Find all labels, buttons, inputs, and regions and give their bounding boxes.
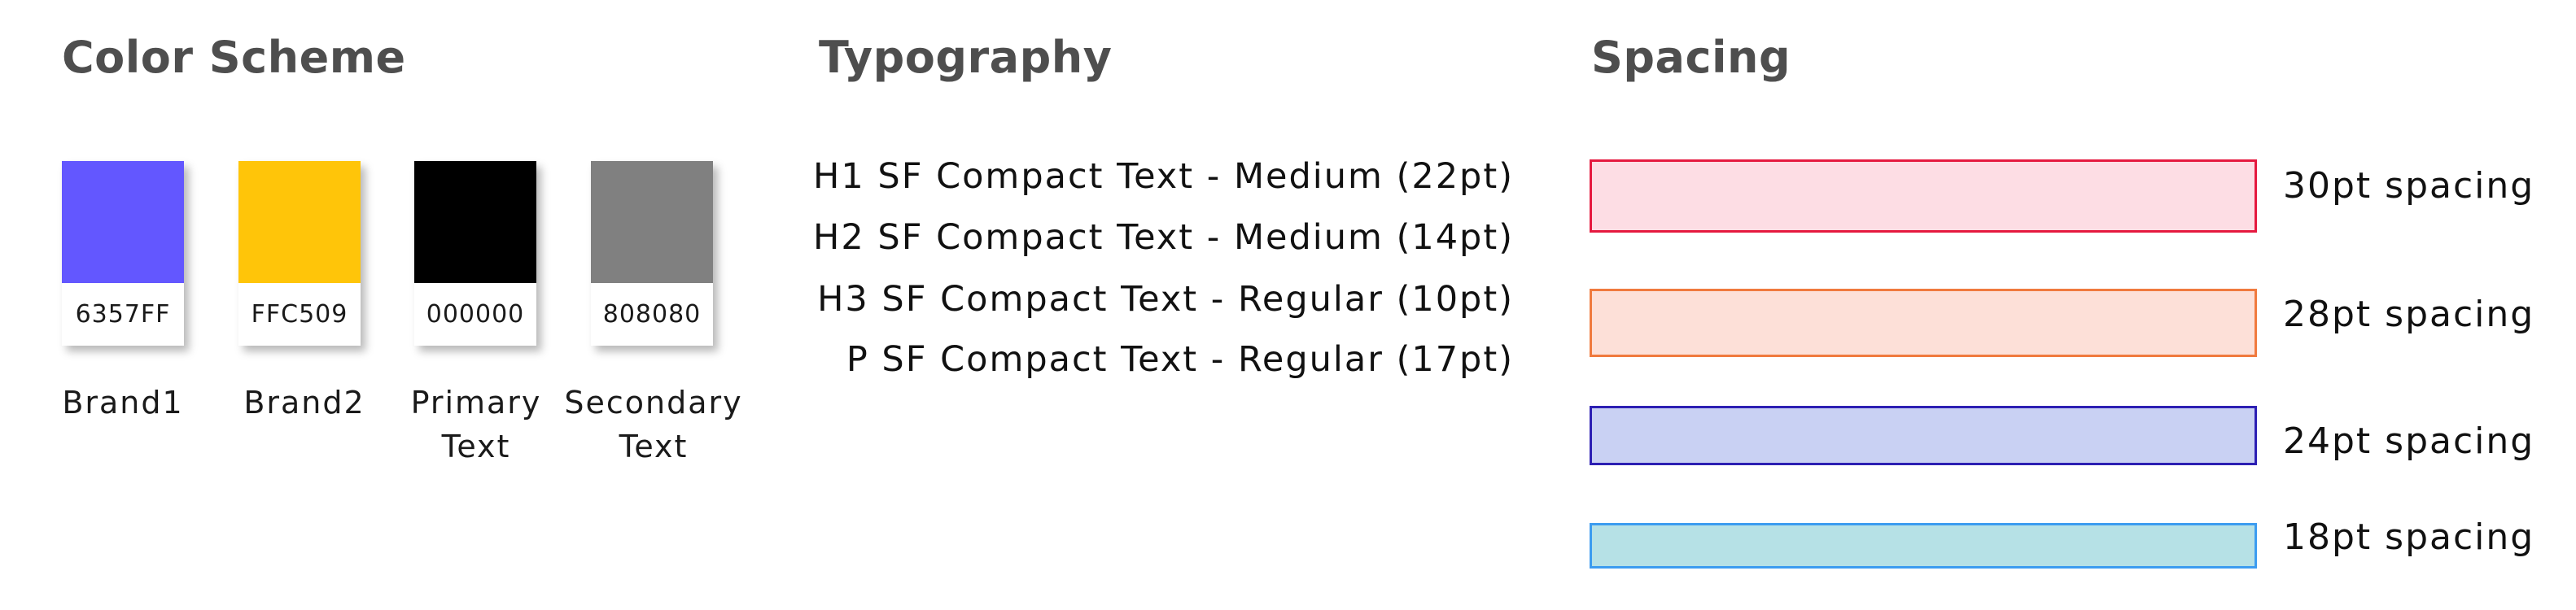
swatch-card-brand2: FFC509 xyxy=(238,161,361,346)
swatch-hex-label: 6357FF xyxy=(75,300,171,329)
swatch-hex-label: 808080 xyxy=(602,300,702,329)
color-scheme-title: Color Scheme xyxy=(62,32,406,83)
typography-h1: H1 SF Compact Text - Medium (22pt) xyxy=(813,156,1514,197)
swatch-name-line: Secondary xyxy=(564,385,743,420)
swatch-color-brand2 xyxy=(238,161,361,283)
spacing-bar-28 xyxy=(1590,289,2257,357)
swatch-card-secondary-text: 808080 xyxy=(591,161,713,346)
spacing-title: Spacing xyxy=(1591,32,1791,83)
swatch-name-line: Brand1 xyxy=(62,385,184,420)
swatch-card-brand1: 6357FF xyxy=(62,161,184,346)
swatch-name-line: Text xyxy=(441,429,511,464)
typography-title: Typography xyxy=(819,32,1113,83)
swatch-hex-label: 000000 xyxy=(426,300,525,329)
swatch-name-primary-text: Primary Text xyxy=(378,381,574,468)
swatch-name-line: Primary xyxy=(410,385,542,420)
spacing-label-30: 30pt spacing xyxy=(2283,165,2535,207)
swatch-color-secondary-text xyxy=(591,161,713,283)
typography-p: P SF Compact Text - Regular (17pt) xyxy=(846,339,1514,380)
swatch-name-brand2: Brand2 xyxy=(207,381,402,425)
spacing-label-24: 24pt spacing xyxy=(2283,420,2535,462)
swatch-name-secondary-text: Secondary Text xyxy=(556,381,751,468)
spacing-bar-18 xyxy=(1590,523,2257,569)
swatch-name-line: Text xyxy=(619,429,689,464)
swatch-color-brand1 xyxy=(62,161,184,283)
spacing-bar-30 xyxy=(1590,159,2257,233)
typography-h3: H3 SF Compact Text - Regular (10pt) xyxy=(817,279,1514,320)
spacing-label-28: 28pt spacing xyxy=(2283,294,2535,335)
spacing-bar-24 xyxy=(1590,406,2257,465)
swatch-name-brand1: Brand1 xyxy=(25,381,221,425)
swatch-name-line: Brand2 xyxy=(243,385,365,420)
swatch-color-primary-text xyxy=(414,161,536,283)
typography-h2: H2 SF Compact Text - Medium (14pt) xyxy=(813,217,1514,258)
spacing-label-18: 18pt spacing xyxy=(2283,516,2535,558)
swatch-card-primary-text: 000000 xyxy=(414,161,536,346)
swatch-hex-label: FFC509 xyxy=(251,300,348,329)
